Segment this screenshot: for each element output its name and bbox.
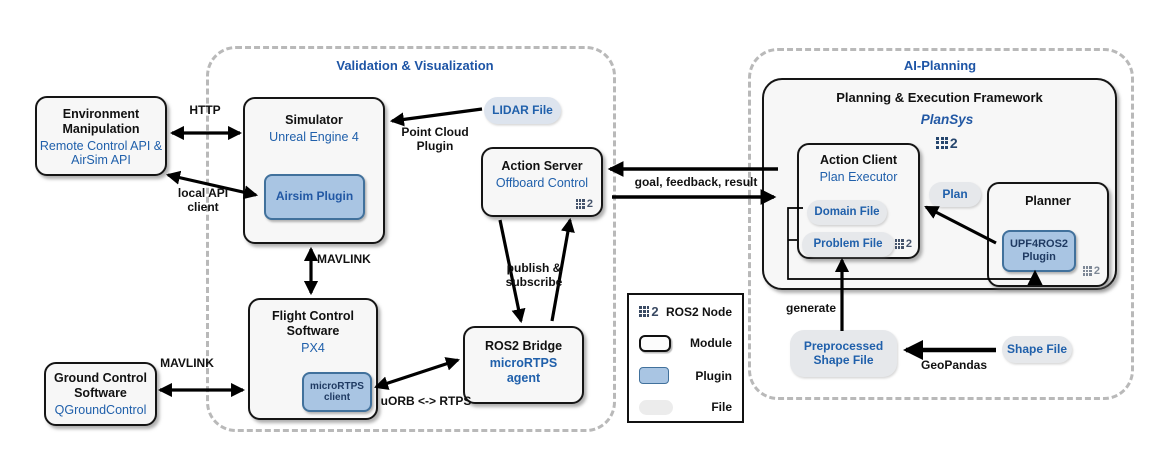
planner-module: Planner UPF4ROS2 Plugin 2 (987, 182, 1109, 287)
simulator-title: Simulator (285, 113, 343, 127)
plansys-ros2-icon: 2 (936, 135, 958, 151)
plugin-swatch (639, 367, 669, 385)
action-client-module: Action Client Plan Executor Domain File … (797, 143, 920, 259)
shape-file-pill: Shape File (1002, 336, 1072, 363)
environment-manipulation-module: Environment Manipulation Remote Control … (35, 96, 167, 176)
domain-file-pill: Domain File (807, 200, 887, 225)
environment-manipulation-subtitle: Remote Control API & AirSim API (39, 138, 163, 168)
action-client-title: Action Client (819, 153, 898, 167)
micrortps-client-label: microRTPS client (310, 380, 364, 404)
lidar-file-pill: LIDAR File (484, 97, 561, 124)
ros2-bridge-module: ROS2 Bridge microRTPS agent (463, 326, 584, 404)
action-server-title: Action Server (501, 159, 583, 173)
planning-framework-module: Planning & Execution Framework PlanSys 2… (762, 78, 1117, 290)
environment-manipulation-title: Environment Manipulation (62, 107, 140, 136)
ros2-node-icon: 2 (894, 238, 912, 250)
ground-control-subtitle: QGroundControl (54, 402, 147, 417)
legend: 2 ROS2 Node Module Plugin File (627, 293, 744, 423)
flight-control-subtitle: PX4 (301, 340, 325, 355)
plan-pill: Plan (929, 182, 981, 207)
legend-row-plugin: Plugin (639, 367, 732, 385)
plansys-logo: PlanSys 2 (920, 112, 974, 151)
action-client-subtitle: Plan Executor (819, 169, 898, 184)
action-server-module: Action Server Offboard Control 2 (481, 147, 603, 217)
airsim-plugin-label: Airsim Plugin (275, 189, 354, 204)
ros2-node-icon: 2 (639, 304, 659, 319)
ground-control-module: Ground Control Software QGroundControl (44, 362, 157, 426)
legend-row-ros2-node: 2 ROS2 Node (639, 304, 732, 319)
local-api-label: local API client (177, 186, 229, 214)
module-swatch (639, 334, 671, 352)
simulator-subtitle: Unreal Engine 4 (269, 129, 359, 144)
file-swatch (639, 399, 673, 415)
http-label: HTTP (189, 103, 221, 117)
micrortps-client-plugin: microRTPS client (302, 372, 372, 412)
problem-file-pill: Problem File (802, 232, 894, 257)
validation-group-title: Validation & Visualization (336, 58, 494, 73)
generate-label: generate (786, 301, 837, 315)
ground-control-title: Ground Control Software (53, 371, 148, 400)
uorb-rtps-label: uORB <-> RTPS (380, 394, 472, 408)
ros2-bridge-subtitle: microRTPS agent (489, 355, 558, 385)
geopandas-label: GeoPandas (920, 358, 988, 372)
goal-feedback-result-label: goal, feedback, result (634, 175, 758, 189)
validation-group (206, 46, 616, 432)
point-cloud-plugin-label: Point Cloud Plugin (401, 125, 469, 153)
planning-framework-title: Planning & Execution Framework (836, 90, 1043, 105)
simulator-module: Simulator Unreal Engine 4 Airsim Plugin (243, 97, 385, 244)
action-server-subtitle: Offboard Control (495, 175, 589, 190)
mavlink-gcs-label: MAVLINK (160, 356, 214, 370)
flight-control-title: Flight Control Software (272, 309, 354, 338)
ros2-node-icon: 2 (1082, 265, 1100, 277)
upf4ros2-plugin: UPF4ROS2 Plugin (1002, 230, 1076, 272)
ros2-node-icon: 2 (575, 198, 593, 210)
preprocessed-shape-file-pill: Preprocessed Shape File (790, 330, 897, 377)
planner-title: Planner (1025, 194, 1071, 208)
airsim-plugin: Airsim Plugin (264, 174, 365, 220)
publish-subscribe-label: publish & subscribe (505, 261, 563, 289)
ai-planning-group (748, 48, 1134, 400)
flight-control-module: Flight Control Software PX4 microRTPS cl… (248, 298, 378, 420)
upf4ros2-plugin-label: UPF4ROS2 Plugin (1009, 238, 1069, 263)
legend-row-module: Module (639, 334, 732, 352)
ros2-bridge-title: ROS2 Bridge (484, 339, 563, 353)
legend-row-file: File (639, 399, 732, 415)
ai-planning-group-title: AI-Planning (903, 58, 977, 73)
mavlink-simulator-label: MAVLINK (317, 252, 371, 266)
